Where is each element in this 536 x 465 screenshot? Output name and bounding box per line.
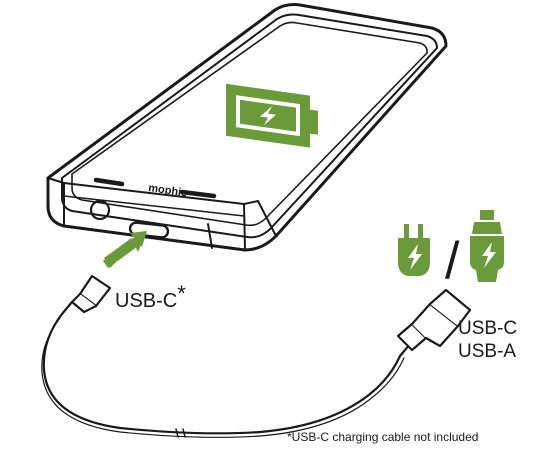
adapter-separator: / xyxy=(445,232,460,290)
usb-cable-icon xyxy=(41,274,472,438)
cable-output-label-usb-c: USB-C xyxy=(458,318,518,339)
usb-c-port xyxy=(128,221,170,239)
usb-c-input-label: USB-C* xyxy=(115,281,186,312)
wall-charger-icon xyxy=(398,224,430,276)
cable-output-label-usb-a: USB-A xyxy=(458,341,517,362)
asterisk-mark: * xyxy=(177,281,186,306)
headphone-jack xyxy=(89,199,111,221)
battery-charging-icon xyxy=(226,83,318,148)
brand-logo-text: mophie xyxy=(148,182,188,199)
footnote: *USB-C charging cable not included xyxy=(287,430,479,444)
insert-arrow-icon xyxy=(103,231,147,268)
car-charger-icon xyxy=(470,210,504,282)
